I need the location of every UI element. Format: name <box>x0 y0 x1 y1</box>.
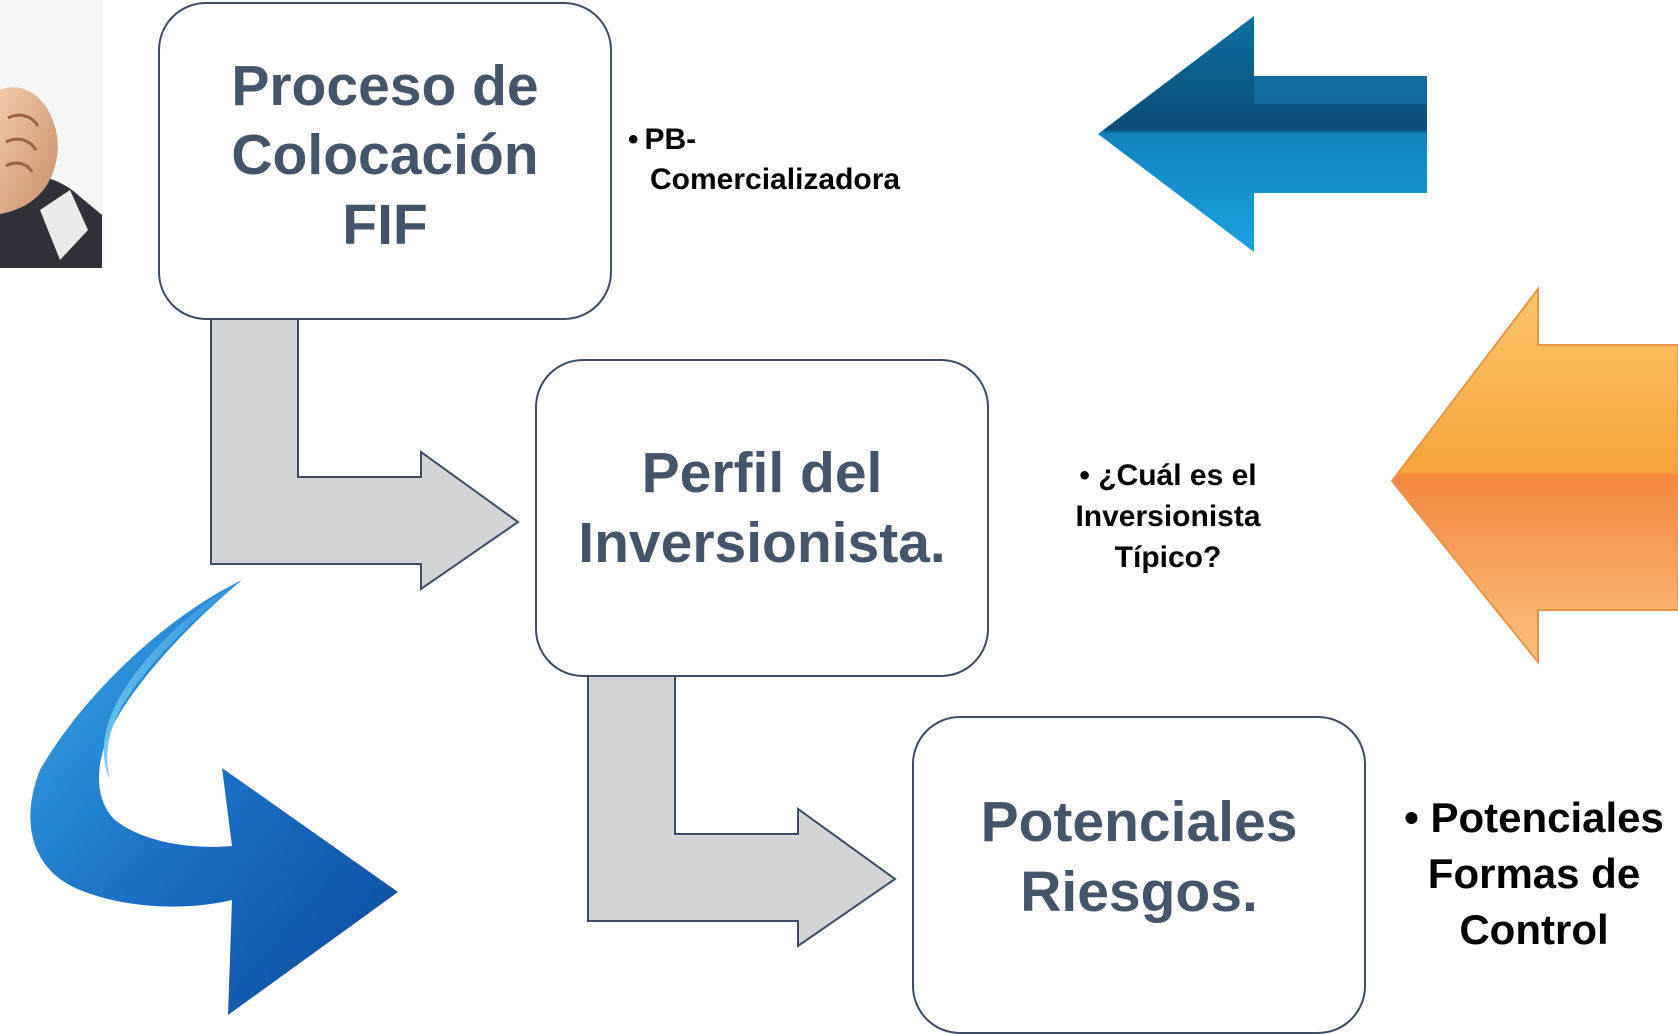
step-title-colocacion: Proceso de Colocación FIF <box>231 52 538 261</box>
note-line: Comercializadora <box>650 163 901 196</box>
connector-arrow-2 <box>587 674 897 948</box>
step-title-riesgos: Potenciales Riesgos. <box>981 788 1298 927</box>
note-comercializadora: PB- Comercializadora <box>628 120 901 200</box>
step-title-line: Potenciales <box>980 789 1298 854</box>
step-box-perfil: Perfil del Inversionista. <box>535 359 989 677</box>
step-title-line: FIF <box>342 192 428 257</box>
note-line: Inversionista <box>1075 500 1261 533</box>
step-title-line: Inversionista. <box>578 511 946 575</box>
note-line: • ¿Cuál es el <box>1079 459 1257 492</box>
step-box-riesgos: Potenciales Riesgos. <box>912 716 1366 1034</box>
left-arrow-blue-icon <box>1098 16 1427 252</box>
note-formas-de-control: • Potenciales Formas de Control <box>1390 790 1678 958</box>
step-title-line: Colocación <box>231 123 539 188</box>
step-title-line: Proceso de <box>231 53 539 118</box>
step-title-perfil: Perfil del Inversionista. <box>578 439 945 578</box>
step-title-line: Perfil del <box>641 441 883 506</box>
note-line: Formas de <box>1427 850 1641 897</box>
left-arrow-orange-icon <box>1390 286 1678 665</box>
note-inversionista-tipico: • ¿Cuál es el Inversionista Típico? <box>1058 455 1278 578</box>
step-box-colocacion: Proceso de Colocación FIF <box>158 2 612 320</box>
step-title-line: Riesgos. <box>1020 859 1258 924</box>
note-line: • Potenciales <box>1404 794 1664 841</box>
connector-arrow-1 <box>210 317 520 591</box>
note-line: PB- <box>628 120 900 160</box>
note-line: Control <box>1459 906 1609 953</box>
note-line: Típico? <box>1114 541 1222 574</box>
curved-arrow-blue-icon <box>30 580 399 1015</box>
person-hand-photo <box>0 0 102 268</box>
